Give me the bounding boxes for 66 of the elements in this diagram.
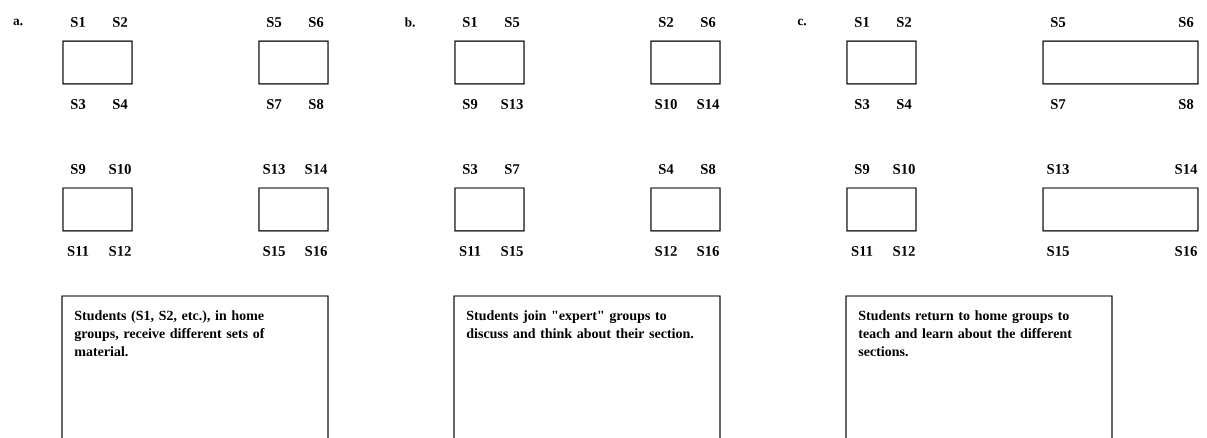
student-label: S7 [1051, 99, 1066, 109]
student-label: S4 [897, 99, 912, 109]
student-label: S2 [897, 17, 912, 27]
student-label: S7 [505, 164, 520, 174]
student-label: S6 [309, 17, 324, 27]
table-box [650, 187, 721, 232]
student-label: S13 [1047, 164, 1069, 174]
student-label: S16 [1175, 246, 1197, 256]
student-label: S14 [697, 99, 720, 109]
student-label: S16 [305, 246, 327, 256]
table-box [454, 40, 525, 85]
panel-letter: c. [797, 18, 807, 26]
student-label: S4 [659, 164, 674, 174]
student-label: S16 [697, 246, 719, 256]
panel-letter: a. [13, 18, 23, 26]
student-label: S7 [267, 99, 282, 109]
student-label: S9 [463, 99, 478, 109]
student-label: S11 [67, 246, 89, 256]
student-label: S6 [1179, 17, 1194, 27]
panel-letter: b. [404, 17, 415, 27]
table-box [650, 40, 721, 85]
description-box: Students return to home groups to teach and learn about the different sections. [845, 295, 1113, 438]
student-label: S8 [1179, 99, 1194, 109]
student-label: S14 [1175, 164, 1198, 174]
student-label: S12 [655, 246, 677, 256]
student-label: S8 [309, 99, 324, 109]
student-label: S11 [459, 246, 481, 256]
table-box [258, 40, 329, 85]
student-label: S5 [505, 17, 520, 27]
student-label: S1 [71, 17, 85, 27]
table-box [1042, 187, 1199, 232]
table-box [1042, 40, 1199, 85]
student-label: S2 [659, 17, 674, 27]
student-label: S5 [1051, 17, 1066, 27]
student-label: S4 [113, 99, 128, 109]
description-box: Students join "expert" groups to discuss and think about their section. [453, 295, 721, 438]
student-label: S3 [71, 99, 86, 109]
student-label: S3 [855, 99, 870, 109]
student-label: S10 [893, 164, 915, 174]
student-label: S13 [263, 164, 285, 174]
student-label: S10 [655, 99, 677, 109]
table-box [258, 187, 329, 232]
table-box [454, 187, 525, 232]
student-label: S12 [109, 246, 131, 256]
student-label: S15 [501, 246, 523, 256]
description-box: Students (S1, S2, etc.), in home groups, receive different sets of material. [61, 295, 329, 438]
student-label: S12 [893, 246, 915, 256]
table-box [846, 187, 917, 232]
table-box [846, 40, 917, 85]
student-label: S1 [855, 17, 869, 27]
student-label: S11 [851, 246, 873, 256]
student-label: S14 [305, 164, 328, 174]
student-label: S10 [109, 164, 131, 174]
student-label: S6 [701, 17, 716, 27]
student-label: S5 [267, 17, 282, 27]
student-label: S3 [463, 164, 478, 174]
student-label: S15 [1047, 246, 1069, 256]
student-label: S9 [855, 164, 870, 174]
student-label: S8 [701, 164, 716, 174]
student-label: S15 [263, 246, 285, 256]
student-label: S2 [113, 17, 128, 27]
student-label: S13 [501, 99, 523, 109]
table-box [62, 187, 133, 232]
table-box [62, 40, 133, 85]
student-label: S1 [463, 17, 477, 27]
student-label: S9 [71, 164, 86, 174]
